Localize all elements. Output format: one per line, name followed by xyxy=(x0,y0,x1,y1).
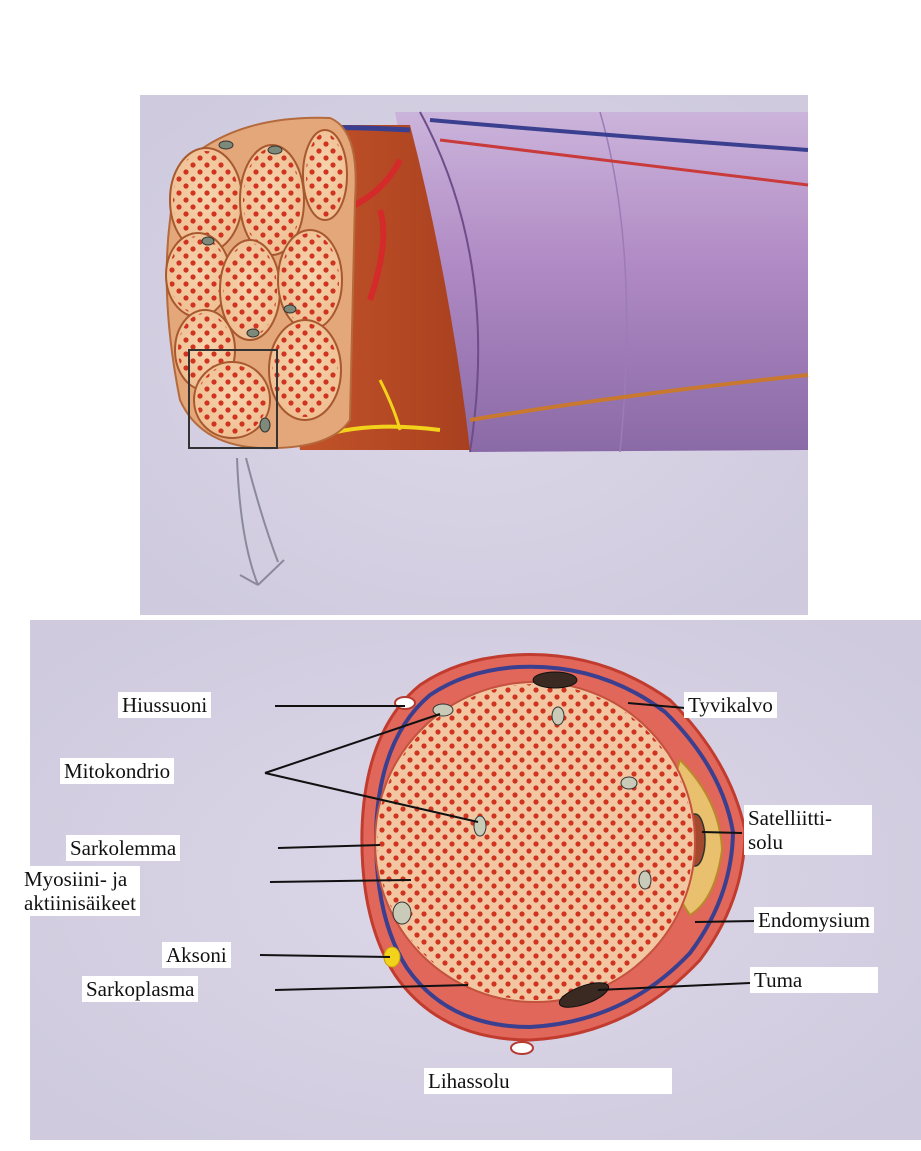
label-tuma: Tuma xyxy=(750,967,878,993)
label-myosiini-line1: Myosiini- ja xyxy=(24,867,136,891)
label-aksoni: Aksoni xyxy=(162,942,231,968)
label-sarkoplasma: Sarkoplasma xyxy=(82,976,198,1002)
label-tyvikalvo: Tyvikalvo xyxy=(684,692,777,718)
label-hiussuoni: Hiussuoni xyxy=(118,692,211,718)
label-lihassolu: Lihassolu xyxy=(424,1068,672,1094)
label-satelliitti-line2: solu xyxy=(748,830,868,854)
label-satelliittisolu: Satelliitti- solu xyxy=(744,805,872,855)
label-endomysium: Endomysium xyxy=(754,907,874,933)
label-myosiini: Myosiini- ja aktiinisäikeet xyxy=(20,866,140,916)
label-mitokondrio: Mitokondrio xyxy=(60,758,174,784)
label-sarkolemma: Sarkolemma xyxy=(66,835,180,861)
muscle-fascicle xyxy=(166,112,808,452)
label-myosiini-line2: aktiinisäikeet xyxy=(24,891,136,915)
label-satelliitti-line1: Satelliitti- xyxy=(748,806,868,830)
